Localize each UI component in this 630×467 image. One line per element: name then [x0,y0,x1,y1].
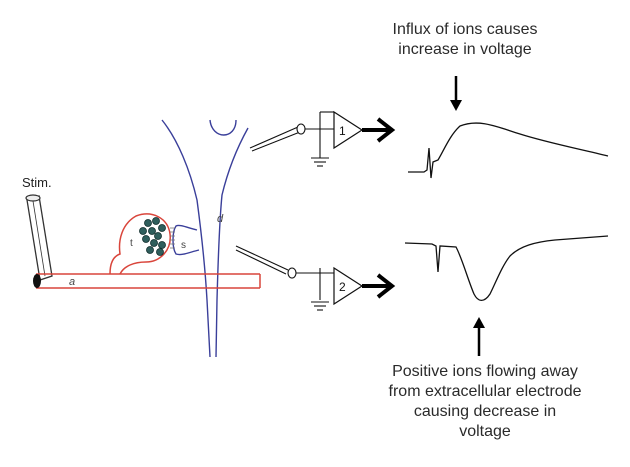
terminal-label: t [130,238,133,249]
dendrite [161,119,249,358]
electrode-2 [235,245,334,311]
synaptic-cleft [170,227,175,249]
annotation-arrow-top [450,76,462,111]
output-arrow-1 [362,117,396,143]
caption-line: Positive ions flowing away [392,363,578,380]
axon-cut-end [33,274,41,288]
caption-line: causing decrease in [413,403,557,420]
output-arrow-2 [362,273,396,299]
spine-label: s [181,240,186,251]
voltage-trace-increase [408,122,609,179]
amplifier-1-label: 1 [339,124,346,138]
vesicle-cluster [139,217,166,256]
caption-voltage-decrease: Positive ions flowing away from extracel… [340,362,630,442]
stim-electrode [25,194,53,281]
caption-voltage-increase: Influx of ions causes increase in voltag… [360,20,570,60]
caption-line: from extracellular electrode [388,383,582,400]
electrode-1 [249,111,334,167]
dendrite-label: d [217,213,224,225]
stim-label: Stim. [22,175,52,190]
caption-line: voltage [459,423,511,440]
caption-line: Influx of ions causes [392,21,538,38]
amplifier-2: 2 [333,266,364,306]
annotation-arrow-bottom [473,317,485,356]
caption-line: increase in voltage [398,41,532,58]
amplifier-1: 1 [333,110,364,150]
axon [36,213,261,289]
spine [172,224,200,256]
amplifier-2-label: 2 [339,280,346,294]
voltage-trace-decrease [404,235,609,302]
axon-label: a [69,276,75,288]
